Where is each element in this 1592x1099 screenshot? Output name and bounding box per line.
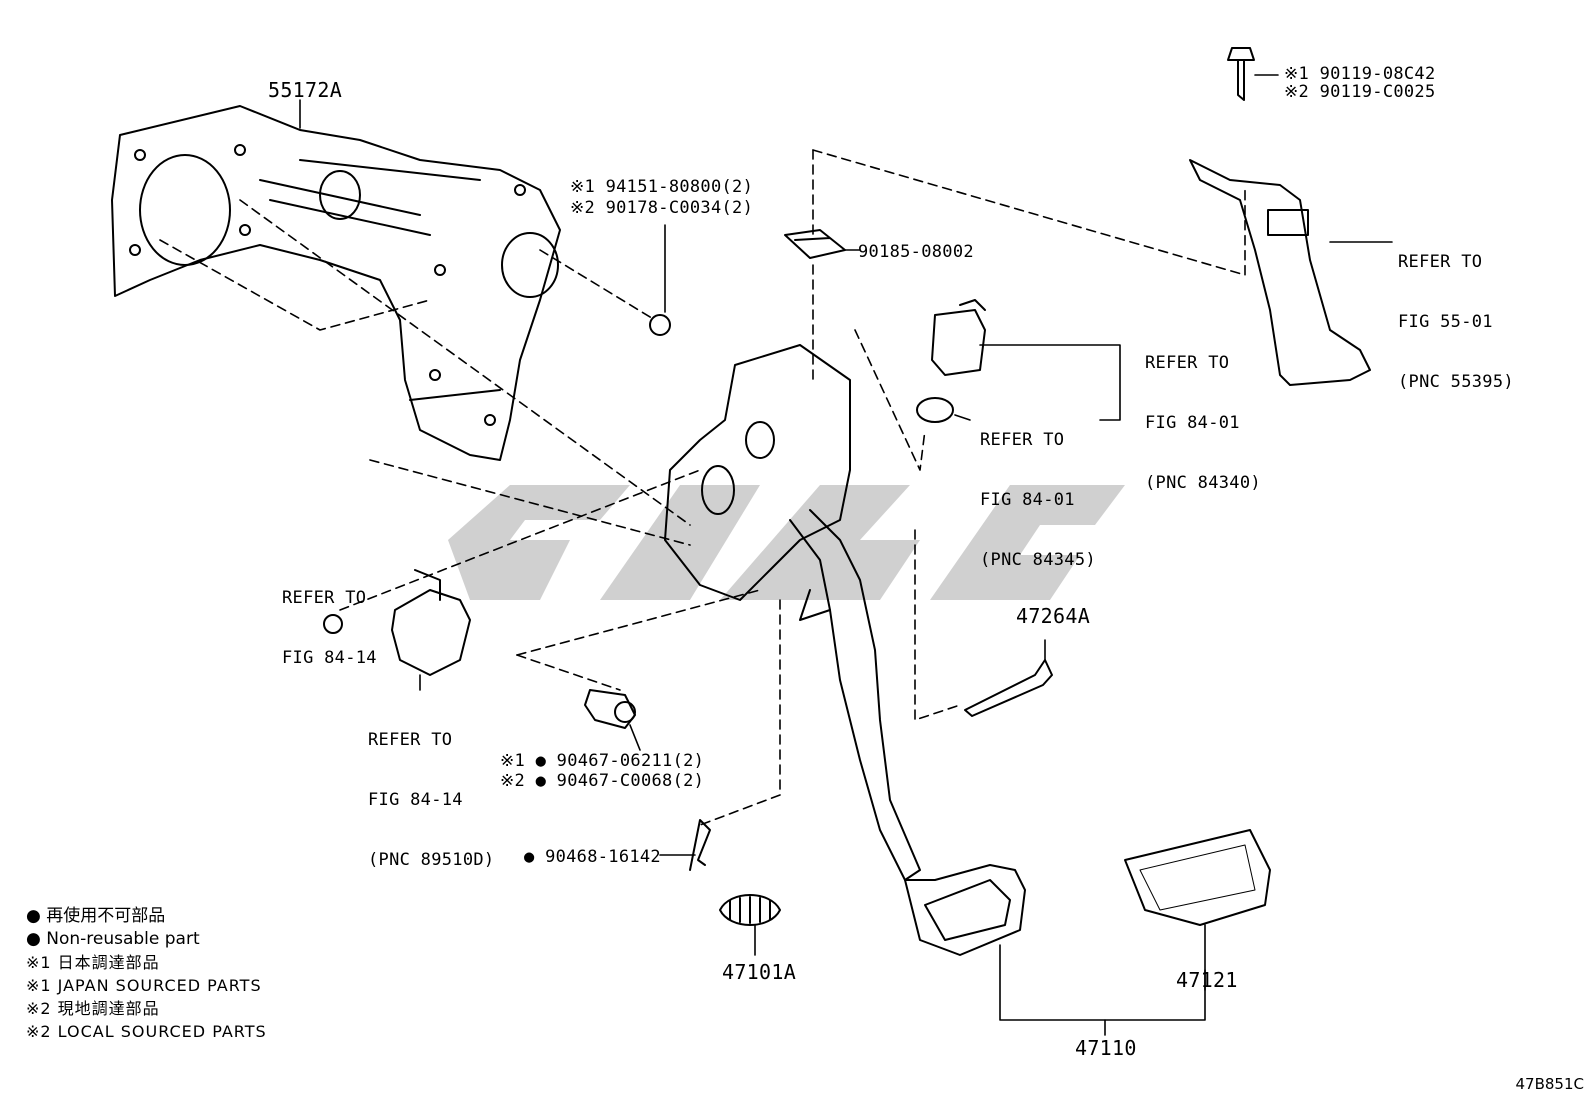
legend-line-local-en: ※2 LOCAL SOURCED PARTS: [26, 1022, 267, 1041]
refer-line: FIG 84-01: [1145, 413, 1240, 433]
refer-fig-55-01[interactable]: REFER TO FIG 55-01 (PNC 55395): [1398, 212, 1514, 412]
refer-line: REFER TO: [1398, 252, 1483, 272]
part-label-90178[interactable]: ※2 90178-C0034(2): [570, 198, 754, 218]
diagram-code: 47B851C: [1515, 1075, 1584, 1093]
refer-line: (PNC 84340): [1145, 473, 1261, 493]
part-label-90119-local[interactable]: ※2 90119-C0025: [1284, 82, 1436, 102]
part-label-90467-japan[interactable]: ※1 ● 90467-06211(2): [500, 751, 705, 771]
refer-line: REFER TO: [980, 430, 1065, 450]
part-label-47121[interactable]: 47121: [1176, 968, 1238, 992]
bracket-55172a-drawing: [111, 105, 561, 461]
part-label-90468[interactable]: ● 90468-16142: [524, 847, 661, 867]
refer-line: REFER TO: [282, 588, 367, 608]
refer-line: REFER TO: [368, 730, 453, 750]
legend-line-japan-jp: ※1 日本調達部品: [26, 953, 160, 972]
leader-lines: [299, 74, 1393, 1036]
refer-line: (PNC 84345): [980, 550, 1096, 570]
refer-fig-84-14-nut[interactable]: REFER TO FIG 84-14: [282, 548, 377, 688]
part-label-47110[interactable]: 47110: [1075, 1036, 1137, 1060]
part-label-90119-japan[interactable]: ※1 90119-08C42: [1284, 64, 1436, 84]
refer-line: (PNC 55395): [1398, 372, 1514, 392]
part-label-47101a[interactable]: 47101A: [722, 960, 797, 984]
refer-fig-84-01-switch[interactable]: REFER TO FIG 84-01 (PNC 84340): [1145, 313, 1261, 513]
assembly-guide-lines: [159, 149, 1246, 826]
pedal-assembly-drawing: [664, 344, 1026, 956]
refer-line: REFER TO: [1145, 353, 1230, 373]
refer-line: FIG 84-01: [980, 490, 1075, 510]
legend: ● 再使用不可部品 ● Non-reusable part ※1 日本調達部品 …: [26, 905, 267, 1043]
refer-line: (PNC 89510D): [368, 850, 495, 870]
legend-line-non-reusable-en: ● Non-reusable part: [26, 929, 200, 949]
part-label-90467-local[interactable]: ※2 ● 90467-C0068(2): [500, 771, 705, 791]
part-label-90185[interactable]: 90185-08002: [858, 242, 974, 262]
refer-fig-84-01-grommet[interactable]: REFER TO FIG 84-01 (PNC 84345): [980, 390, 1096, 590]
refer-line: FIG 84-14: [368, 790, 463, 810]
refer-line: FIG 55-01: [1398, 312, 1493, 332]
legend-line-local-jp: ※2 現地調達部品: [26, 999, 160, 1018]
refer-fig-84-14-sensor[interactable]: REFER TO FIG 84-14 (PNC 89510D): [368, 690, 494, 890]
part-label-55172a[interactable]: 55172A: [268, 78, 343, 102]
part-label-94151[interactable]: ※1 94151-80800(2): [570, 177, 754, 197]
legend-line-japan-en: ※1 JAPAN SOURCED PARTS: [26, 976, 262, 995]
part-label-47264a[interactable]: 47264A: [1016, 604, 1091, 628]
refer-line: FIG 84-14: [282, 648, 377, 668]
legend-line-non-reusable-jp: ● 再使用不可部品: [26, 906, 166, 926]
